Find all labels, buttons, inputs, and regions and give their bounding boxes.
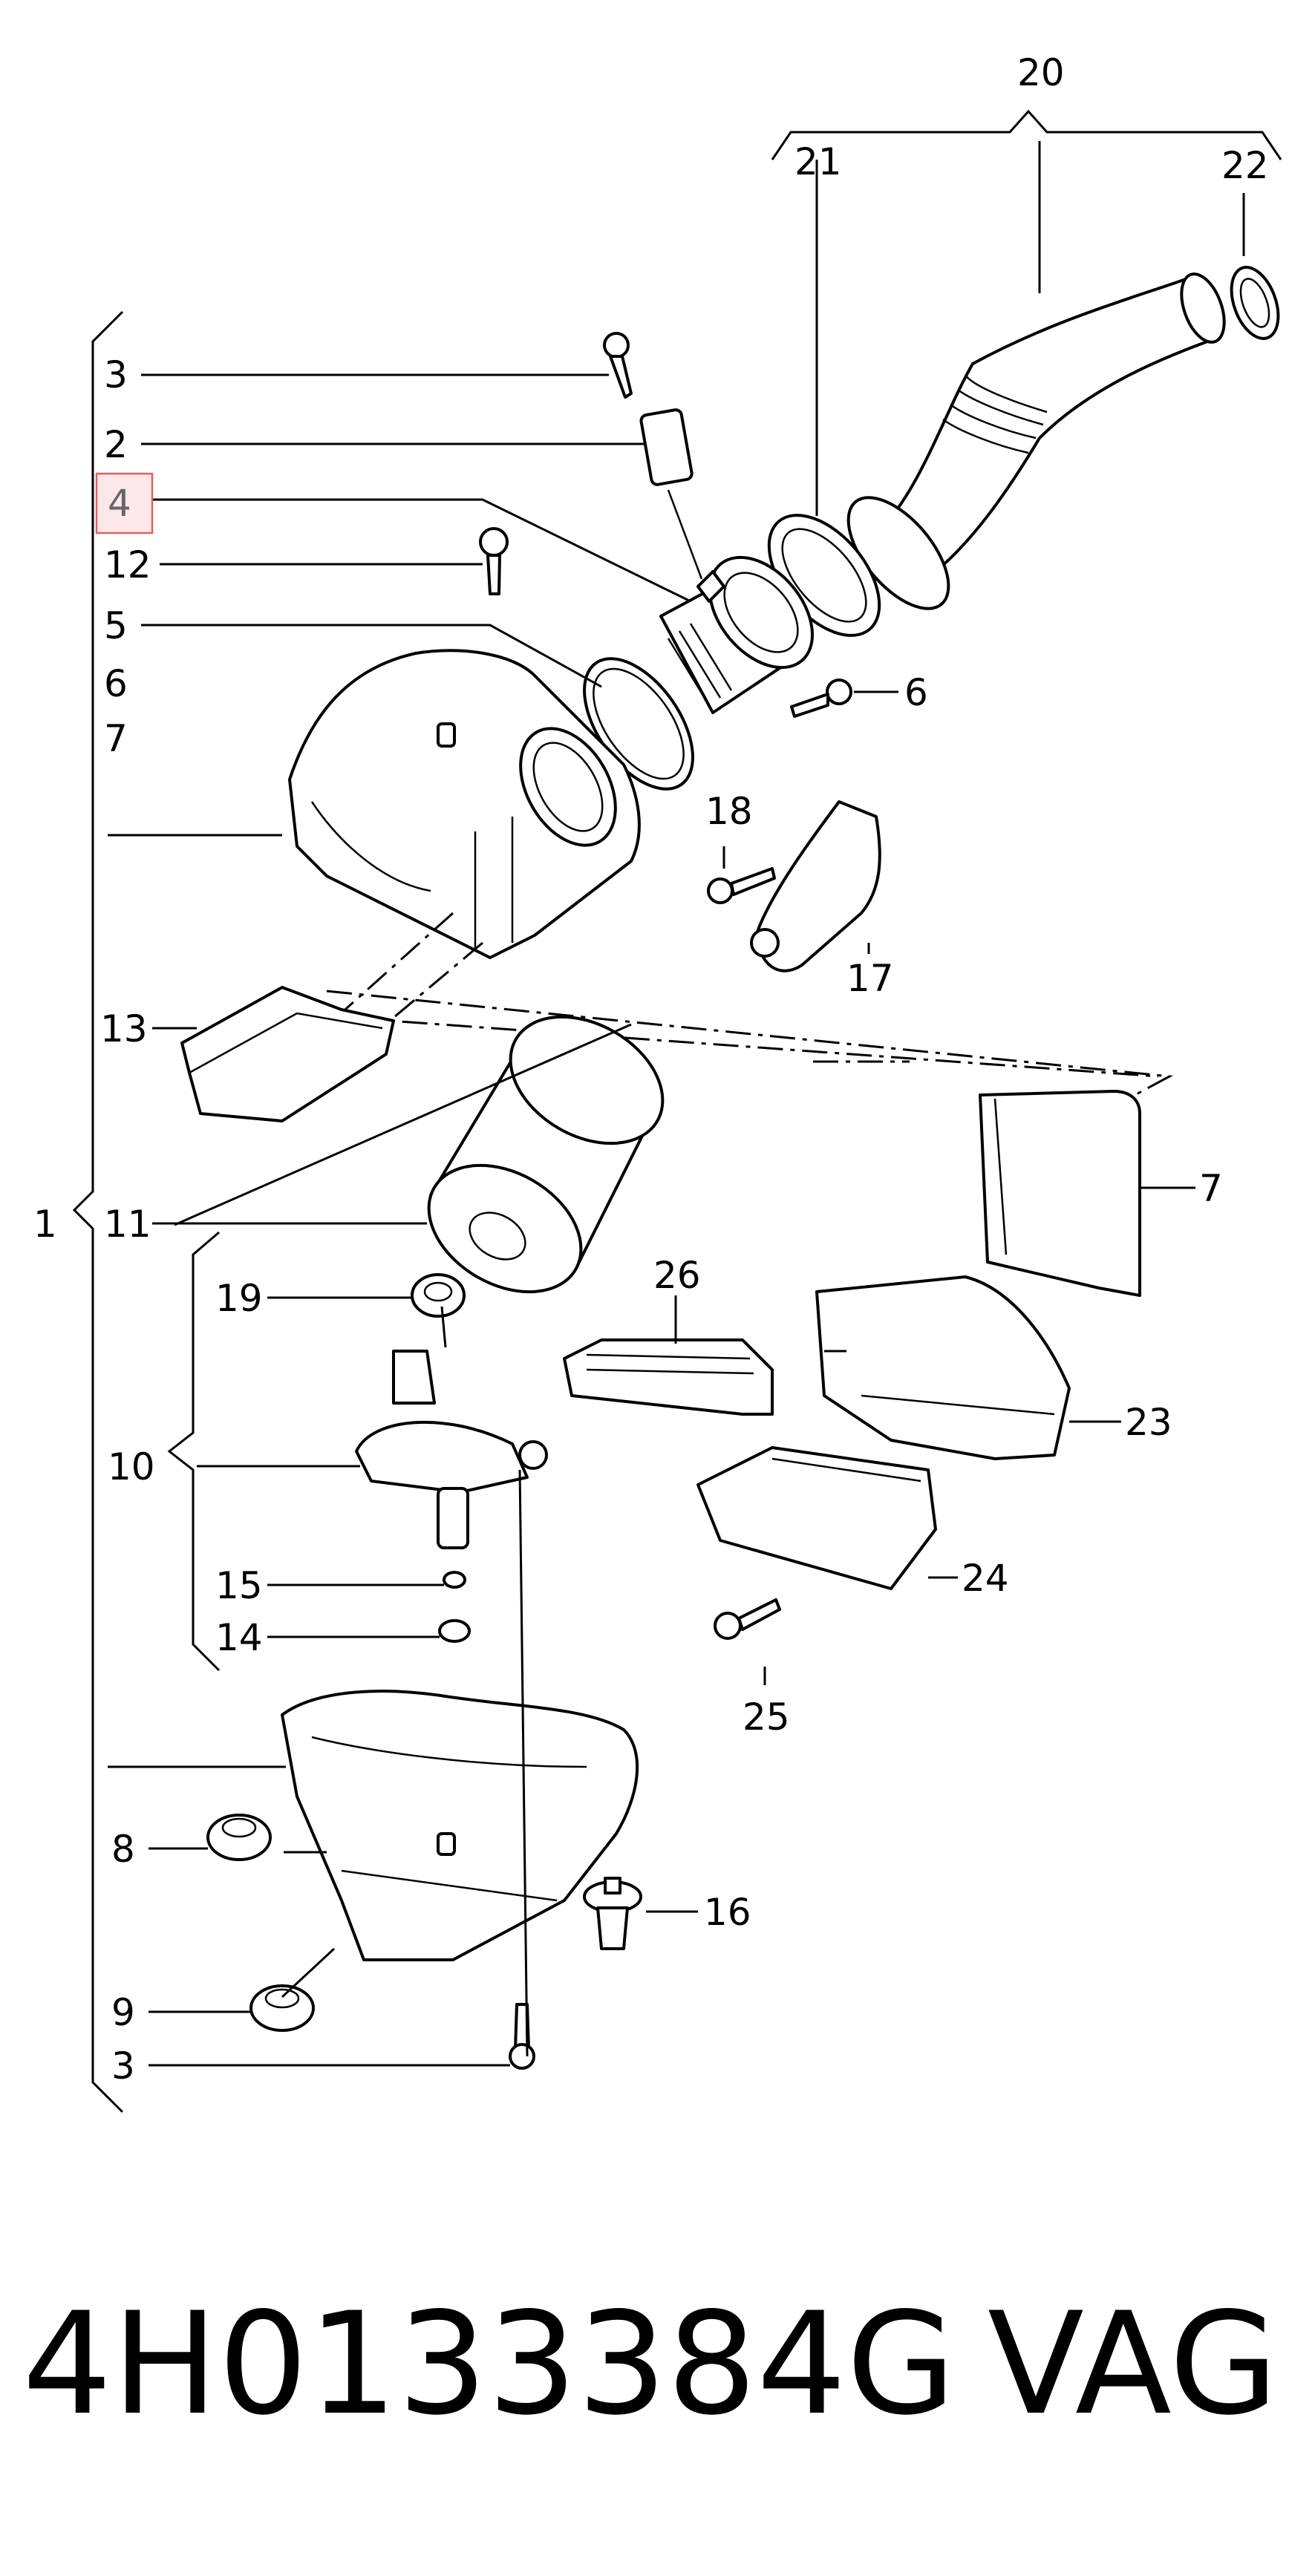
bracket-17 (750, 800, 881, 972)
connector-2 (639, 408, 703, 580)
screw-25 (714, 1598, 781, 1640)
callout-20: 20 (1017, 51, 1065, 94)
callout-22: 22 (1221, 144, 1269, 187)
cover-26 (563, 1338, 774, 1416)
callout-7-right: 7 (1199, 1167, 1223, 1210)
brand-label: VAG (988, 2282, 1279, 2446)
air-filter-housing-upper (288, 649, 641, 959)
bracket-group-10 (167, 1231, 221, 1672)
callout-18: 18 (705, 790, 753, 833)
bracket-group-20 (771, 109, 1282, 160)
callout-5: 5 (104, 604, 128, 647)
callout-10: 10 (108, 1445, 155, 1488)
air-duct-7 (979, 1090, 1141, 1297)
grommet-9 (249, 1984, 315, 2032)
screw-3-bottom (509, 2003, 535, 2070)
callout-3-bottom: 3 (111, 2044, 135, 2088)
callout-13: 13 (100, 1007, 148, 1050)
valve-assembly-10 (355, 1350, 548, 1549)
callout-11: 11 (104, 1203, 151, 1246)
hose-clamp-22 (1230, 266, 1280, 340)
callout-1: 1 (33, 1203, 57, 1246)
callout-6-right: 6 (904, 671, 928, 714)
callout-7-left: 7 (104, 717, 128, 760)
callout-12: 12 (104, 543, 151, 586)
screw-3-top (603, 332, 633, 399)
part-number: 4H0133384G (22, 2282, 956, 2446)
callout-19: 19 (215, 1277, 263, 1320)
bracket-group-1 (72, 310, 124, 2114)
assembly-guide-lines (310, 912, 1174, 1104)
air-filter-housing-lower (281, 1690, 639, 1961)
grommet-19 (411, 1273, 466, 1318)
callout-14: 14 (215, 1616, 263, 1659)
callout-24: 24 (962, 1557, 1009, 1600)
callout-21: 21 (794, 140, 842, 183)
air-mass-meter (659, 555, 814, 714)
callout-9: 9 (111, 1991, 135, 2034)
tray-24 (696, 1446, 937, 1590)
screw-18 (707, 867, 776, 904)
leader-lines (108, 141, 1245, 2067)
o-ring-15 (443, 1571, 466, 1589)
callout-23: 23 (1125, 1401, 1172, 1444)
callout-4: 4 (108, 482, 131, 525)
screw-6 (790, 679, 852, 718)
air-guide-13 (180, 986, 395, 1122)
callout-2: 2 (104, 423, 128, 466)
callout-17: 17 (846, 957, 894, 1000)
callout-3-top: 3 (104, 353, 128, 396)
callout-labels: 3 2 4 12 5 6 7 13 1 11 19 10 15 14 8 9 3… (33, 51, 1269, 2088)
callout-16: 16 (704, 1891, 751, 1934)
screw-12 (479, 527, 509, 595)
air-filter-element-11 (427, 1015, 665, 1294)
intake-hose (846, 272, 1226, 610)
grommet-8 (206, 1814, 272, 1861)
callout-4-highlight (95, 472, 154, 535)
callout-8: 8 (111, 1828, 135, 1871)
cap-14 (438, 1619, 471, 1643)
callout-6-left: 6 (104, 662, 128, 705)
clip-16 (583, 1877, 642, 1950)
callout-25: 25 (743, 1696, 790, 1739)
callout-26: 26 (653, 1254, 701, 1297)
housing-23 (815, 1275, 1071, 1460)
callout-15: 15 (215, 1564, 263, 1607)
